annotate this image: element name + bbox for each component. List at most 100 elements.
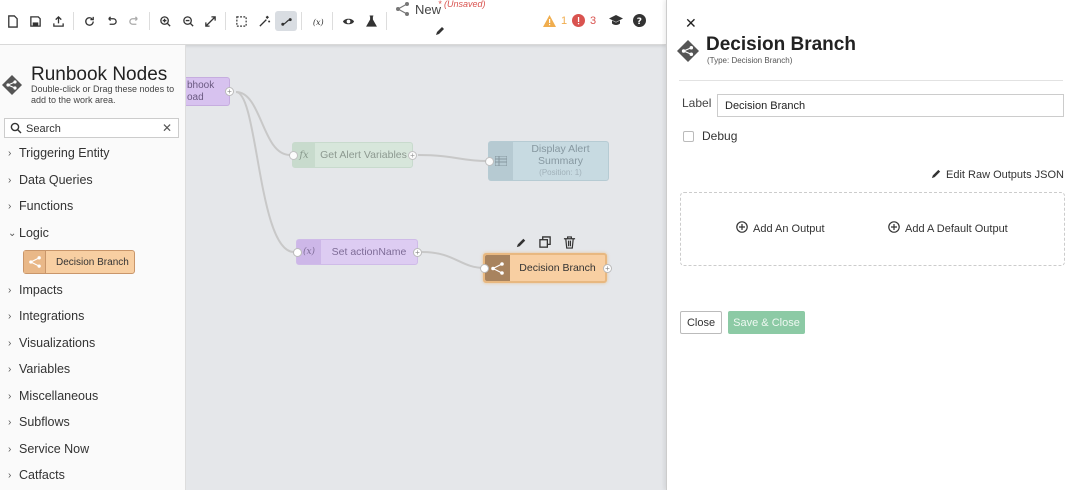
clear-search-icon[interactable]: ✕ [161, 121, 172, 135]
chevron-right-icon: › [8, 443, 12, 455]
output-port[interactable]: + [603, 264, 612, 273]
sidebar-subtitle: Double-click or Drag these nodes to add … [31, 84, 175, 105]
runbook-title[interactable]: New [415, 2, 442, 17]
debug-checkbox[interactable] [683, 131, 694, 142]
toolbar-divider [149, 12, 150, 30]
output-port[interactable]: + [413, 248, 422, 257]
test-flask-icon[interactable] [364, 14, 378, 28]
help-icon[interactable]: ? [633, 14, 646, 30]
fit-screen-icon[interactable] [203, 14, 217, 28]
variable-icon: (x) [297, 240, 321, 264]
category-functions[interactable]: ›Functions [8, 199, 73, 213]
preview-eye-icon[interactable] [341, 14, 355, 28]
upload-icon[interactable] [51, 14, 65, 28]
undo-icon[interactable] [104, 14, 118, 28]
select-area-icon[interactable] [234, 14, 248, 28]
close-button[interactable]: Close [680, 311, 722, 334]
zoom-in-icon[interactable] [158, 14, 172, 28]
edit-title-pencil-icon[interactable] [434, 25, 446, 40]
node-search[interactable]: Search ✕ [4, 118, 179, 138]
refresh-icon[interactable] [82, 14, 96, 28]
category-triggering-entity[interactable]: › Triggering Entity [8, 146, 110, 160]
node-label-line2: Summary [538, 155, 583, 167]
edit-raw-outputs-link[interactable]: Edit Raw Outputs JSON [931, 168, 1064, 182]
chevron-right-icon: › [8, 200, 12, 212]
new-file-icon[interactable] [5, 14, 19, 28]
decision-branch-icon [485, 255, 510, 281]
unsaved-indicator: * (Unsaved) [438, 0, 486, 9]
connect-mode-icon[interactable] [275, 11, 297, 31]
variables-icon[interactable]: (x) [310, 14, 326, 28]
category-catfacts[interactable]: ›Catfacts [8, 468, 65, 482]
category-label: Impacts [19, 283, 63, 297]
save-icon[interactable] [28, 14, 42, 28]
category-miscellaneous[interactable]: ›Miscellaneous [8, 389, 98, 403]
category-label: Catfacts [19, 468, 65, 482]
zoom-out-icon[interactable] [181, 14, 195, 28]
node-properties-panel: ✕ Decision Branch (Type: Decision Branch… [666, 0, 1073, 490]
add-default-output-label: Add A Default Output [905, 222, 1008, 235]
category-label: Subflows [19, 415, 70, 429]
label-input[interactable] [717, 94, 1064, 117]
toolbar-divider [225, 12, 226, 30]
input-port[interactable] [289, 151, 298, 160]
svg-text:?: ? [637, 17, 642, 27]
node-label: Get Alert Variables [320, 149, 407, 161]
chevron-right-icon: › [8, 284, 12, 296]
duplicate-icon[interactable] [539, 236, 553, 250]
input-port[interactable] [293, 248, 302, 257]
chevron-right-icon: › [8, 416, 12, 428]
category-label: Visualizations [19, 336, 96, 350]
webhook-payload-node[interactable]: bhook oad + [186, 77, 234, 106]
category-service-now[interactable]: › Service Now [8, 442, 89, 456]
error-count: 3 [590, 15, 597, 27]
toolbar-divider [73, 12, 74, 30]
category-label: Integrations [19, 309, 85, 323]
save-and-close-button[interactable]: Save & Close [728, 311, 805, 334]
decision-branch-node[interactable]: Decision Branch + [480, 253, 612, 283]
output-port[interactable]: + [225, 87, 234, 96]
category-data-queries[interactable]: ›Data Queries [8, 173, 93, 187]
get-alert-variables-node[interactable]: fx Get Alert Variables + [289, 142, 417, 168]
output-port[interactable]: + [408, 151, 417, 160]
category-integrations[interactable]: › Integrations [8, 309, 84, 323]
add-output-button[interactable]: Add An Output [736, 221, 825, 236]
category-impacts[interactable]: › Impacts [8, 283, 63, 297]
chevron-right-icon: › [8, 390, 12, 402]
category-logic[interactable]: ⌄Logic [8, 226, 49, 240]
category-label: Triggering Entity [19, 146, 110, 160]
node-label: Set actionName [331, 246, 407, 258]
input-port[interactable] [485, 157, 494, 166]
tutorial-graduation-cap-icon[interactable] [609, 14, 623, 30]
debug-label: Debug [702, 129, 738, 143]
function-icon: fx [293, 143, 315, 167]
panel-title: Decision Branch [706, 34, 856, 55]
category-label: Logic [19, 226, 49, 240]
category-subflows[interactable]: › Subflows [8, 415, 70, 429]
delete-trash-icon[interactable] [563, 236, 577, 250]
close-icon[interactable]: ✕ [685, 15, 697, 31]
redo-icon[interactable] [127, 14, 141, 28]
category-label: Service Now [19, 442, 90, 456]
chevron-right-icon: › [8, 310, 12, 322]
warning-count: 1 [561, 15, 568, 27]
edit-pencil-icon[interactable] [515, 236, 529, 250]
magic-wand-icon[interactable] [257, 14, 271, 28]
outputs-area: Add An Output Add A Default Output [680, 192, 1065, 266]
decision-branch-icon [677, 40, 699, 65]
category-visualizations[interactable]: ›Visualizations [8, 336, 95, 350]
warning-icon[interactable] [543, 15, 556, 30]
label-field-label: Label [682, 96, 712, 110]
error-icon[interactable] [572, 14, 585, 30]
set-actionname-node[interactable]: (x) Set actionName + [293, 239, 422, 265]
toolbar-divider [332, 12, 333, 30]
display-alert-summary-node[interactable]: Display Alert Summary (Position: 1) [485, 141, 609, 181]
category-variables[interactable]: ›Variables [8, 362, 70, 376]
sidebar-title: Runbook Nodes [31, 64, 168, 85]
runbook-node-icon [395, 1, 411, 20]
chevron-right-icon: › [8, 147, 12, 159]
input-port[interactable] [480, 264, 489, 273]
search-input[interactable]: Search [26, 123, 61, 135]
decision-branch-palette-item[interactable]: Decision Branch [23, 250, 135, 274]
add-default-output-button[interactable]: Add A Default Output [888, 221, 1008, 236]
